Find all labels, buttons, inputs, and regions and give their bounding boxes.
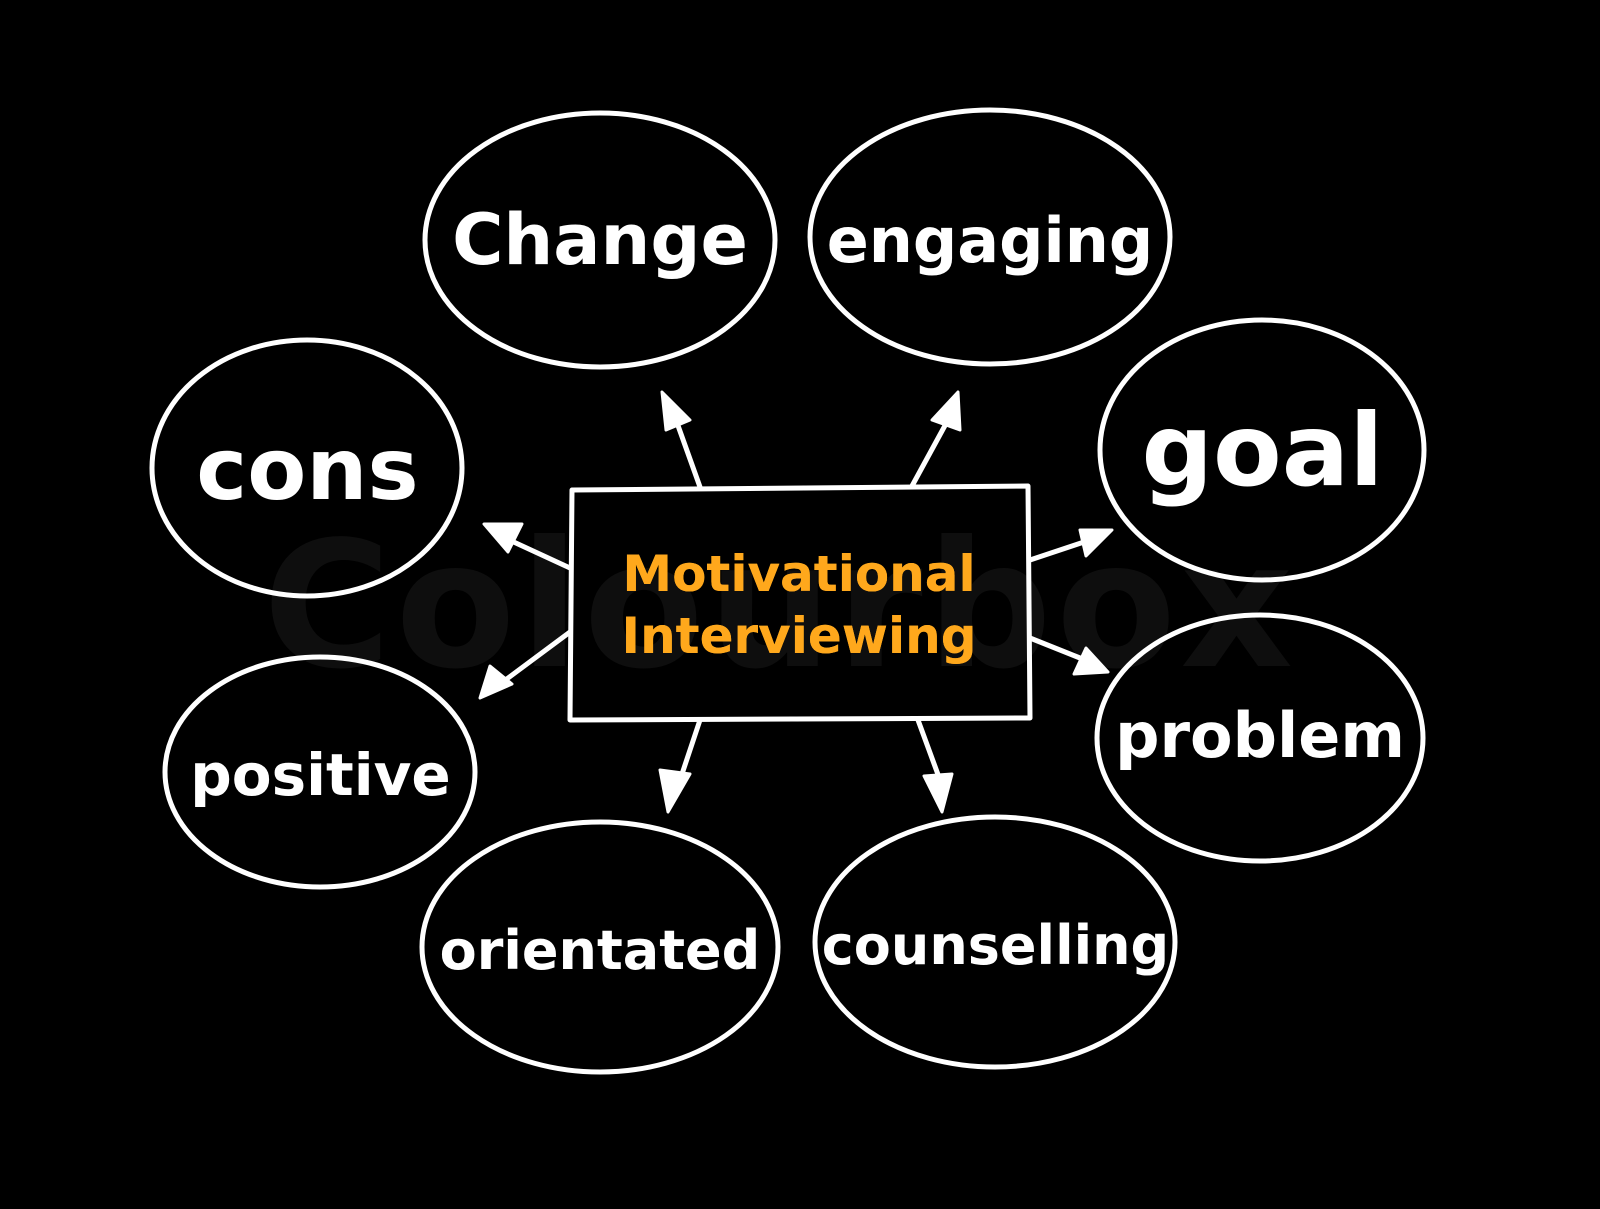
arrowhead-counselling xyxy=(922,772,954,814)
ellipse-cons xyxy=(149,337,465,599)
center-topic-line2: Interviewing xyxy=(621,607,977,665)
node-label: problem xyxy=(1115,698,1405,772)
node-label: engaging xyxy=(826,203,1154,277)
node-counselling: counselling xyxy=(818,895,1173,995)
arrowhead-change xyxy=(660,390,692,432)
ellipse-counselling xyxy=(812,814,1178,1070)
node-label: counselling xyxy=(821,913,1170,977)
node-problem: problem xyxy=(1100,685,1420,785)
node-change: Change xyxy=(430,185,770,295)
center-topic-line1: Motivational xyxy=(622,545,976,603)
node-label: positive xyxy=(190,741,451,809)
center-box-outline xyxy=(567,483,1033,723)
ellipse-engaging xyxy=(807,107,1173,367)
node-label: goal xyxy=(1141,391,1384,509)
node-goal: goal xyxy=(1105,385,1420,515)
node-engaging: engaging xyxy=(815,185,1165,295)
ellipse-positive xyxy=(162,654,478,890)
node-label: cons xyxy=(196,420,419,520)
center-topic: Motivational Interviewing xyxy=(570,490,1028,720)
node-orientated: orientated xyxy=(425,900,775,1000)
node-cons: cons xyxy=(155,410,460,530)
node-label: Change xyxy=(452,199,748,281)
arrowhead-goal xyxy=(1078,528,1114,558)
arrowhead-problem xyxy=(1072,646,1110,676)
ellipse-orientated xyxy=(419,819,781,1075)
ellipse-problem xyxy=(1094,612,1426,864)
node-positive: positive xyxy=(168,725,473,825)
node-label: orientated xyxy=(439,918,761,982)
ellipse-change xyxy=(422,110,778,370)
ellipse-goal xyxy=(1097,317,1427,583)
arrowhead-orientated xyxy=(658,768,692,814)
arrowhead-engaging xyxy=(930,390,962,432)
arrowhead-positive xyxy=(478,664,514,700)
arrowhead-cons xyxy=(482,522,524,554)
